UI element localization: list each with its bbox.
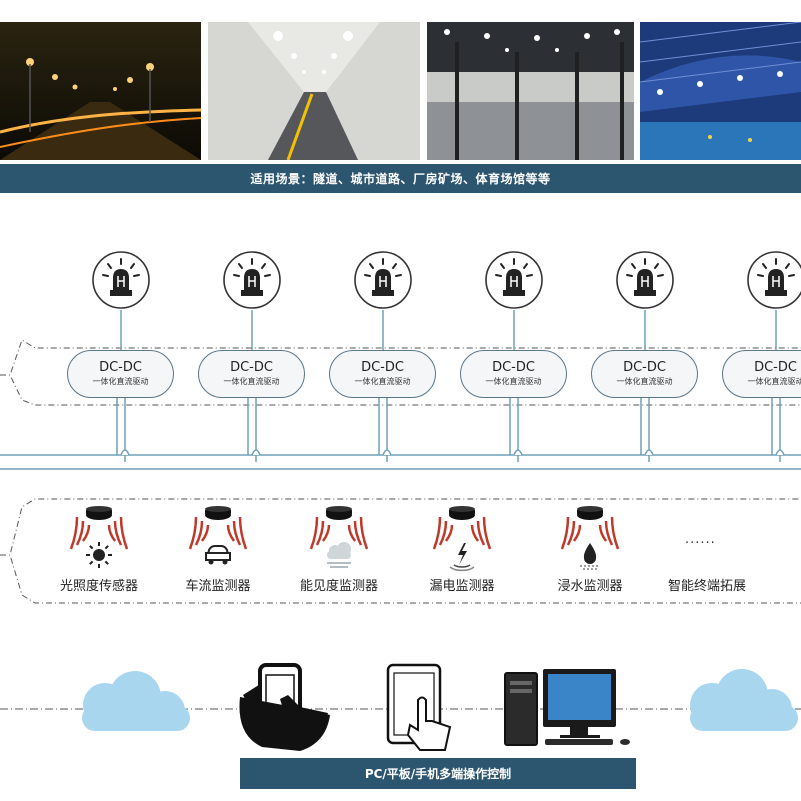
sensor-group bbox=[0, 498, 801, 604]
led-lamp-icon bbox=[747, 251, 801, 309]
desktop-pc-icon bbox=[504, 669, 630, 746]
control-caption: PC/平板/手机多端操作控制 bbox=[240, 758, 636, 789]
bus-junction bbox=[120, 449, 130, 456]
driver-title: DC-DC bbox=[361, 360, 404, 375]
driver-subtitle: 一体化直流驱动 bbox=[485, 377, 542, 386]
driver-title: DC-DC bbox=[754, 360, 797, 375]
dc-driver-module: DC-DC 一体化直流驱动 bbox=[67, 350, 174, 398]
dc-driver-module: DC-DC 一体化直流驱动 bbox=[329, 350, 436, 398]
cloud-icon bbox=[690, 669, 798, 731]
fog-icon bbox=[309, 506, 369, 568]
more-dots: ...... bbox=[685, 532, 716, 547]
dc-driver-module: DC-DC 一体化直流驱动 bbox=[591, 350, 698, 398]
driver-title: DC-DC bbox=[230, 360, 273, 375]
driver-subtitle: 一体化直流驱动 bbox=[354, 377, 411, 386]
bus-junction bbox=[382, 449, 392, 456]
tablet-touch-icon bbox=[386, 663, 452, 751]
driver-title: DC-DC bbox=[623, 360, 666, 375]
photo-factory bbox=[427, 22, 634, 160]
lamp-network bbox=[0, 310, 801, 470]
driver-subtitle: 一体化直流驱动 bbox=[92, 377, 149, 386]
bus-junction bbox=[644, 449, 654, 456]
dc-driver-module: DC-DC 一体化直流驱动 bbox=[198, 350, 305, 398]
bus-junction bbox=[513, 449, 523, 456]
car-icon bbox=[188, 506, 248, 565]
driver-subtitle: 一体化直流驱动 bbox=[747, 377, 801, 386]
leakage-icon bbox=[432, 506, 492, 572]
photo-tunnel bbox=[208, 22, 420, 160]
sensor-label: 浸水监测器 bbox=[557, 579, 623, 594]
photo-road-night bbox=[0, 22, 201, 160]
driver-subtitle: 一体化直流驱动 bbox=[616, 377, 673, 386]
led-lamp-icon bbox=[485, 251, 543, 309]
sensor-label: 光照度传感器 bbox=[59, 579, 139, 594]
dc-driver-module: DC-DC 一体化直流驱动 bbox=[722, 350, 801, 398]
cloud-icon bbox=[82, 671, 190, 731]
bus-junction bbox=[251, 449, 261, 456]
sun-icon bbox=[69, 506, 129, 568]
driver-title: DC-DC bbox=[492, 360, 535, 375]
sensor-label: 智能终端拓展 bbox=[667, 579, 747, 594]
led-lamp-icon bbox=[616, 251, 674, 309]
smartphone-hand-icon bbox=[239, 663, 330, 751]
led-lamp-icon bbox=[223, 251, 281, 309]
led-lamp-icon bbox=[354, 251, 412, 309]
dc-driver-module: DC-DC 一体化直流驱动 bbox=[460, 350, 567, 398]
scenarios-caption: 适用场景：隧道、城市道路、厂房矿场、体育场馆等等 bbox=[0, 164, 801, 193]
water-drop-icon bbox=[560, 506, 620, 570]
photo-stadium bbox=[640, 22, 801, 160]
sensor-label: 车流监测器 bbox=[185, 579, 251, 594]
driver-title: DC-DC bbox=[99, 360, 142, 375]
sensor-label: 漏电监测器 bbox=[429, 579, 495, 594]
led-lamp-icon bbox=[92, 251, 150, 309]
bus-junction bbox=[775, 449, 785, 456]
driver-subtitle: 一体化直流驱动 bbox=[223, 377, 280, 386]
control-devices bbox=[0, 663, 801, 751]
sensor-label: 能见度监测器 bbox=[299, 579, 379, 594]
